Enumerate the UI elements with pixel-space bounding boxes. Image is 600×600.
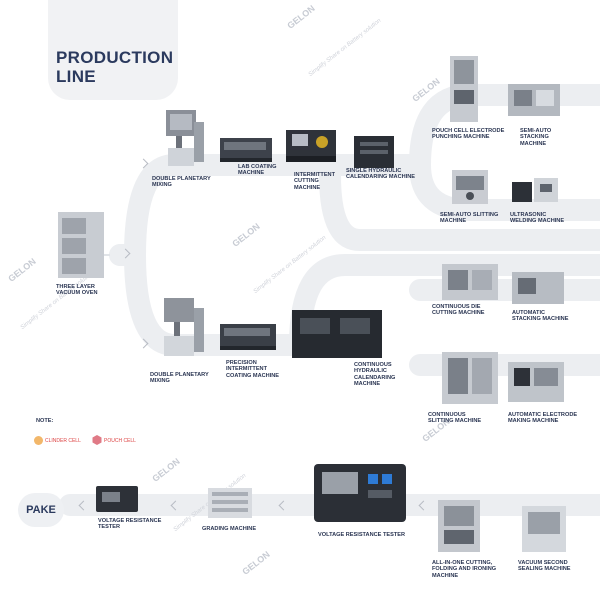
- note-label: NOTE:: [36, 418, 54, 424]
- cylinder-cell-legend-icon: [34, 436, 43, 445]
- label-continuous-calendaring: CONTINUOUS HYDRAULIC CALENDARING MACHINE: [354, 362, 396, 388]
- label-automatic-electrode: AUTOMATIC ELECTRODE MAKING MACHINE: [508, 412, 578, 425]
- all-in-one-machine-image: [438, 500, 480, 552]
- vacuum-sealing-image: [522, 506, 566, 552]
- grading-machine-image: [208, 488, 252, 518]
- pouch-cell-legend-icon: [92, 435, 102, 445]
- three-layer-oven-image: [58, 212, 104, 278]
- label-voltage-tester-small: VOLTAGE RESISTANCE TESTER: [98, 518, 162, 531]
- continuous-die-cutting-image: [442, 264, 498, 300]
- pake-badge: PAKE: [18, 493, 64, 527]
- voltage-tester-small-image: [96, 486, 138, 512]
- label-single-hydraulic-calendaring: SINGLE HYDRAULIC CALENDARING MACHINE: [346, 168, 415, 181]
- title-card: [48, 0, 178, 100]
- label-automatic-stacking: AUTOMATIC STACKING MACHINE: [512, 310, 569, 323]
- pouch-cell-legend-label: POUCH CELL: [104, 438, 136, 444]
- continuous-calendaring-image: [292, 310, 382, 358]
- label-three-layer-oven: THREE LAYER VACUUM OVEN: [56, 284, 98, 297]
- label-double-planetary-mixing-top: DOUBLE PLANETARY MIXING: [152, 176, 211, 189]
- automatic-electrode-image: [508, 362, 564, 402]
- ultrasonic-welding-image: [512, 178, 558, 202]
- label-intermittent-cutting: INTERMITTENT CUTTING MACHINE: [294, 172, 336, 191]
- semi-auto-slitting-image: [452, 170, 488, 204]
- automatic-stacking-image: [512, 272, 564, 304]
- pouch-punching-machine-image: [450, 56, 478, 122]
- single-hydraulic-calendaring-image: [354, 136, 394, 168]
- label-lab-coating: LAB COATING MACHINE: [238, 164, 277, 177]
- label-pouch-punching: POUCH CELL ELECTRODE PUNCHING MACHINE: [432, 128, 505, 141]
- precision-coating-image: [220, 324, 276, 350]
- lab-coating-machine-image: [220, 138, 272, 162]
- label-semi-auto-slitting: SEMI-AUTO SLITTING MACHINE: [440, 212, 499, 225]
- title-line-1: PRODUCTION: [56, 48, 174, 67]
- voltage-tester-large-image: [314, 464, 406, 522]
- label-vacuum-sealing: VACUUM SECOND SEALING MACHINE: [518, 560, 571, 573]
- label-voltage-tester-large: VOLTAGE RESISTANCE TESTER: [318, 532, 406, 538]
- continuous-slitting-image: [442, 352, 498, 404]
- label-precision-coating: PRECISION INTERMITTENT COATING MACHINE: [226, 360, 280, 379]
- label-grading: GRADING MACHINE: [202, 526, 257, 532]
- double-planetary-mixer-image: [166, 110, 204, 166]
- semi-auto-stacking-image: [508, 84, 560, 116]
- label-semi-auto-stacking: SEMI-AUTO STACKING MACHINE: [520, 128, 552, 147]
- title-line-2: LINE: [56, 67, 96, 86]
- label-continuous-slitting: CONTINUOUS SLITTING MACHINE: [428, 412, 482, 425]
- label-ultrasonic-welding: ULTRASONIC WELDING MACHINE: [510, 212, 565, 225]
- cylinder-cell-legend-label: CLINDER CELL: [45, 438, 81, 444]
- double-planetary-mixer-bottom-image: [164, 298, 204, 356]
- page-title: PRODUCTION LINE: [56, 48, 196, 86]
- label-double-planetary-mixing-bottom: DOUBLE PLANETARY MIXING: [150, 372, 209, 385]
- label-all-in-one: ALL-IN-ONE CUTTING, FOLDING AND IRONING …: [432, 560, 497, 579]
- intermittent-cutting-machine-image: [286, 130, 336, 162]
- label-continuous-die-cutting: CONTINUOUS DIE CUTTING MACHINE: [432, 304, 485, 317]
